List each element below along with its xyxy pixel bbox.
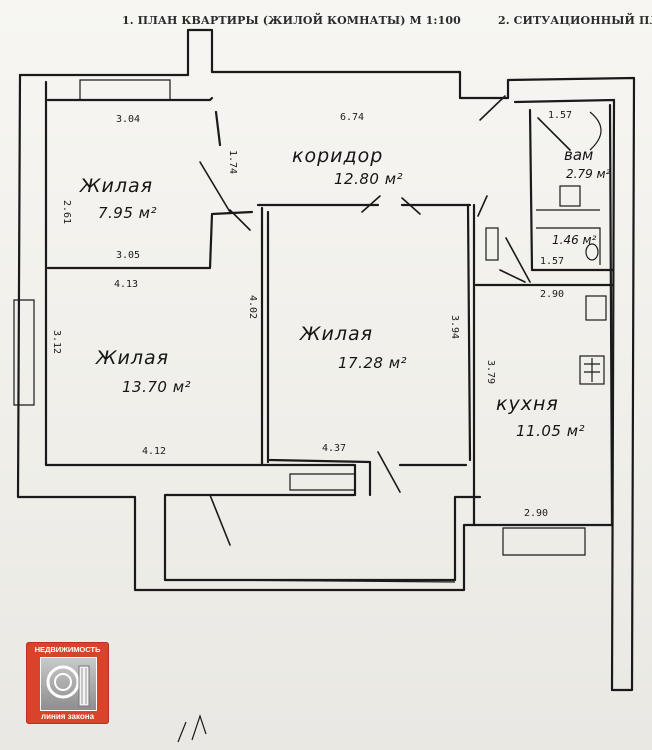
- dimension-label: 4.13: [114, 279, 138, 290]
- room-area-wc: 1.46 м²: [552, 233, 597, 247]
- handwritten-mark: [177, 714, 207, 743]
- room-name-corridor: коридор: [292, 145, 383, 167]
- stove-icon: [585, 295, 607, 321]
- dimension-label: 3.12: [51, 330, 62, 354]
- sink-icon: [579, 355, 605, 385]
- agency-logo: НЕДВИЖИМОСТЬ линия закона: [26, 642, 109, 724]
- bathtub-icon: [589, 111, 602, 151]
- room-name-kitchen: кухня: [496, 393, 559, 415]
- room-area-living-left: 13.70 м²: [122, 378, 191, 396]
- room-area-kitchen: 11.05 м²: [516, 422, 585, 440]
- dimension-label: 4.12: [142, 446, 166, 457]
- fixtures: [485, 111, 607, 385]
- room-name-living-left: Жилая: [95, 347, 169, 369]
- dimension-labels: 3.04 6.74 1.57 2.61 1.74 3.05 4.13 4.02 …: [51, 110, 572, 519]
- dimension-label: 4.02: [247, 295, 258, 319]
- interior-walls: [46, 108, 614, 583]
- dimension-label: 3.04: [116, 114, 140, 125]
- dimension-label: 1.74: [227, 150, 238, 174]
- logo-top-text: НЕДВИЖИМОСТЬ: [34, 645, 101, 654]
- room-area-corridor: 12.80 м²: [334, 170, 403, 188]
- room-name-bath: вам: [564, 146, 593, 164]
- washbasin-icon: [559, 185, 581, 207]
- dimension-label: 1.57: [540, 256, 564, 267]
- room-area-bath: 2.79 м²: [566, 167, 611, 181]
- room-name-living-center: Жилая: [299, 323, 373, 345]
- dimension-label: 6.74: [340, 112, 364, 123]
- plan-title: 1. ПЛАН КВАРТИРЫ (ЖИЛОЙ КОМНАТЫ) М 1:100: [122, 14, 461, 27]
- dimension-label: 2.90: [524, 508, 548, 519]
- situation-plan-title: 2. СИТУАЦИОННЫЙ ПЛ: [498, 14, 652, 27]
- dimension-label: 3.05: [116, 250, 140, 261]
- doors: [199, 95, 571, 546]
- toilet-icon: [585, 243, 599, 261]
- dimension-label: 4.37: [322, 443, 346, 454]
- room-area-living-small: 7.95 м²: [98, 204, 157, 222]
- dimension-label: 1.57: [548, 110, 572, 121]
- outer-walls: [13, 28, 636, 692]
- dimension-label: 2.61: [61, 200, 72, 224]
- dimension-label: 3.94: [449, 315, 460, 339]
- column-emblem-icon: [40, 657, 97, 711]
- room-labels: Жилая 7.95 м² коридор 12.80 м² вам 2.79 …: [79, 145, 611, 440]
- room-name-living-small: Жилая: [79, 175, 153, 197]
- room-area-living-center: 17.28 м²: [338, 354, 407, 372]
- logo-bottom-text: линия закона: [40, 712, 95, 721]
- dimension-label: 3.79: [485, 360, 496, 384]
- dimension-label: 2.90: [540, 289, 564, 300]
